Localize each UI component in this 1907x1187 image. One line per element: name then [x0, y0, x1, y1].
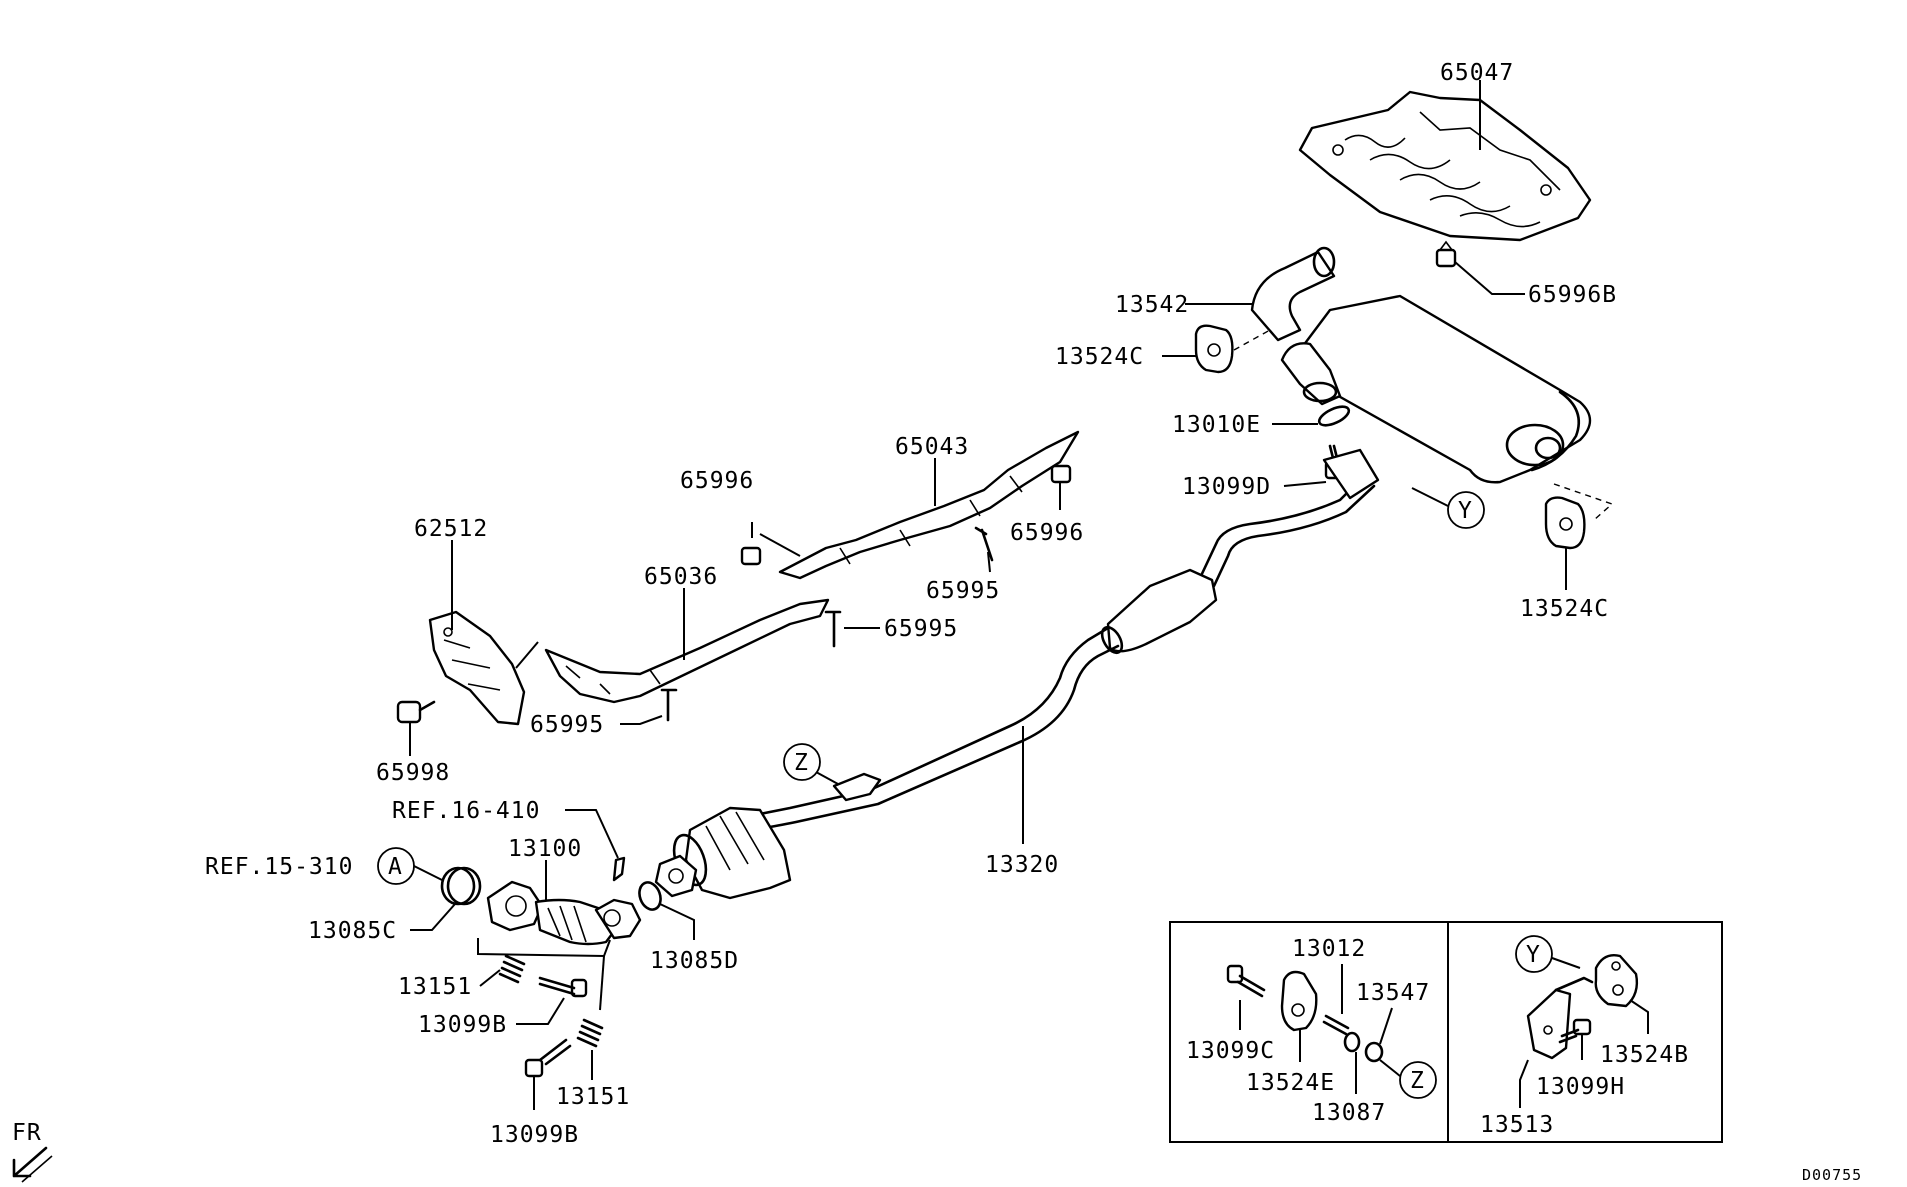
ref-16-410[interactable]: REF.16-410 — [392, 798, 540, 824]
direction-label: FR — [12, 1120, 42, 1146]
rubber-hanger-13524C-top[interactable] — [1194, 324, 1234, 374]
ref-15-310[interactable]: REF.15-310 — [205, 854, 353, 880]
callout-y-top: Y — [1447, 491, 1485, 529]
label-13012: 13012 — [1292, 936, 1366, 962]
label-13151-lower: 13151 — [556, 1084, 630, 1110]
svg-text:Z: Z — [1410, 1068, 1425, 1094]
label-65995-right: 65995 — [884, 616, 958, 642]
label-13513: 13513 — [1480, 1112, 1554, 1138]
oxygen-sensor[interactable] — [612, 856, 626, 882]
label-13524C-top: 13524C — [1055, 344, 1144, 370]
label-13099H: 13099H — [1536, 1074, 1625, 1100]
label-13010E: 13010E — [1172, 412, 1261, 438]
bolt-13099C[interactable] — [1226, 964, 1266, 998]
callout-z-inset: Z — [1399, 1061, 1437, 1099]
label-65996-left: 65996 — [680, 468, 754, 494]
muffler-inlet-pipe[interactable] — [1280, 342, 1342, 406]
rubber-hanger-13524C-right[interactable] — [1544, 496, 1586, 550]
heat-protector-65043[interactable] — [778, 430, 1080, 580]
label-13320: 13320 — [985, 852, 1059, 878]
label-13087: 13087 — [1312, 1100, 1386, 1126]
heat-protector-65047[interactable] — [1298, 90, 1592, 242]
washer-13087[interactable] — [1343, 1031, 1361, 1053]
label-13151-upper: 13151 — [398, 974, 472, 1000]
nut-65996-left[interactable] — [740, 546, 762, 566]
nut-65996B[interactable] — [1435, 240, 1457, 268]
label-62512: 62512 — [414, 516, 488, 542]
nut-65996-right[interactable] — [1050, 464, 1072, 484]
clip-65995-right[interactable] — [824, 610, 842, 648]
pipe-hanger-bracket-z[interactable] — [832, 772, 882, 802]
label-13085C: 13085C — [308, 918, 397, 944]
label-65996B: 65996B — [1528, 282, 1617, 308]
nut-13547[interactable] — [1364, 1041, 1384, 1063]
label-13524E: 13524E — [1246, 1070, 1335, 1096]
label-13524B: 13524B — [1600, 1042, 1689, 1068]
rubber-hanger-13524B[interactable] — [1594, 954, 1639, 1008]
heat-protector-62512[interactable] — [428, 610, 526, 726]
spring-13151-lower[interactable] — [576, 1018, 604, 1048]
label-65996-right: 65996 — [1010, 520, 1084, 546]
catalytic-converter[interactable] — [654, 806, 792, 900]
svg-text:Y: Y — [1458, 498, 1473, 524]
svg-text:Z: Z — [794, 750, 809, 776]
diagram-code: D00755 — [1802, 1166, 1862, 1184]
label-65036: 65036 — [644, 564, 718, 590]
callout-a: A — [377, 847, 415, 885]
svg-text:A: A — [388, 854, 403, 880]
label-13085D: 13085D — [650, 948, 739, 974]
label-65998: 65998 — [376, 760, 450, 786]
label-65995-mid: 65995 — [926, 578, 1000, 604]
gasket-13010E[interactable] — [1317, 403, 1352, 429]
svg-text:Y: Y — [1526, 942, 1541, 968]
clip-65995-mid[interactable] — [974, 526, 994, 562]
front-pipe-13100[interactable] — [486, 880, 642, 946]
clip-65995-left[interactable] — [660, 688, 678, 722]
callout-y-inset: Y — [1515, 935, 1553, 973]
label-13099B-upper: 13099B — [418, 1012, 507, 1038]
heat-protector-65036[interactable] — [544, 598, 830, 704]
gasket-13085D[interactable] — [636, 879, 664, 912]
bolt-13099H[interactable] — [1558, 1018, 1592, 1044]
bolt-13099B-upper[interactable] — [538, 976, 588, 998]
center-exhaust-pipe-13320[interactable] — [758, 448, 1380, 830]
gasket-13085C[interactable] — [440, 866, 482, 906]
label-13099D: 13099D — [1182, 474, 1271, 500]
rubber-hanger-13524E[interactable] — [1280, 970, 1318, 1032]
spring-13151-upper[interactable] — [498, 954, 526, 984]
front-direction-arrow-icon — [12, 1146, 53, 1183]
bolt-65998[interactable] — [396, 700, 436, 724]
label-13524C-right: 13524C — [1520, 596, 1609, 622]
label-13542: 13542 — [1115, 292, 1189, 318]
label-65043: 65043 — [895, 434, 969, 460]
label-13099C: 13099C — [1186, 1038, 1275, 1064]
label-65047: 65047 — [1440, 60, 1514, 86]
label-65995-left: 65995 — [530, 712, 604, 738]
tail-pipe-13542[interactable] — [1250, 246, 1336, 342]
callout-z-top: Z — [783, 743, 821, 781]
pin-13012[interactable] — [1322, 1014, 1350, 1036]
detail-inset-box — [1169, 921, 1723, 1143]
label-13099B-lower: 13099B — [490, 1122, 579, 1148]
label-13100: 13100 — [508, 836, 582, 862]
label-13547: 13547 — [1356, 980, 1430, 1006]
bolt-13099B-lower[interactable] — [524, 1038, 572, 1078]
